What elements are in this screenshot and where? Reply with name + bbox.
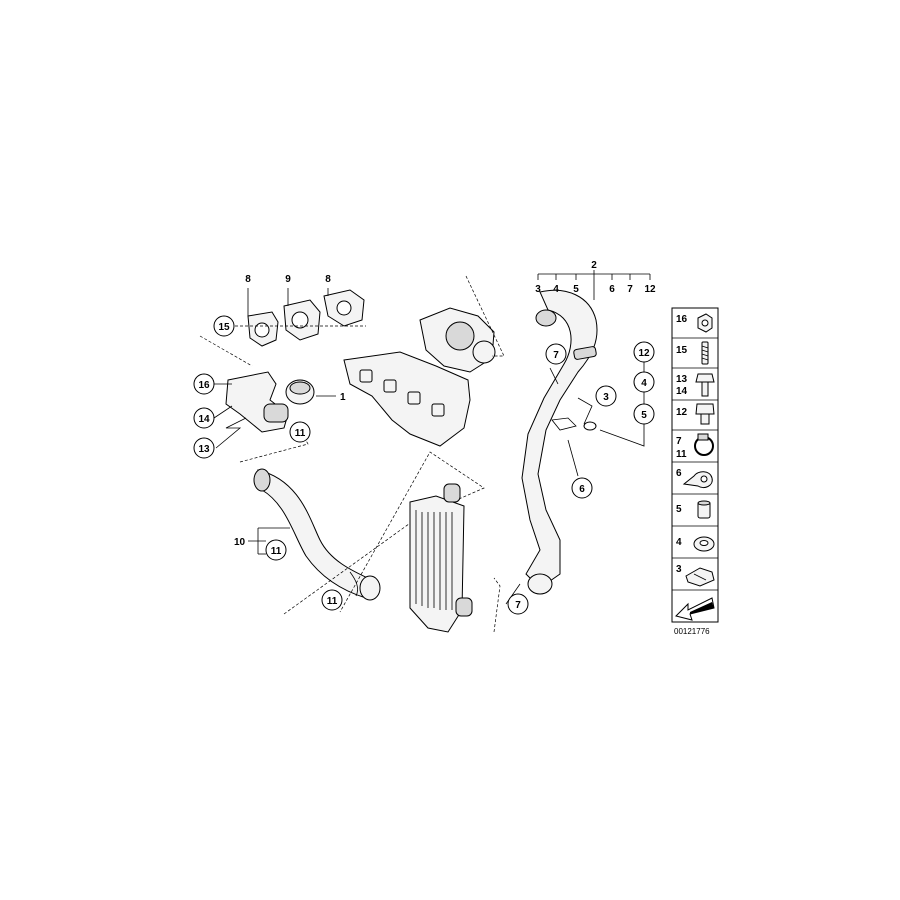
gasket-middle <box>283 299 321 341</box>
callout-5: 5 <box>633 403 655 425</box>
legend-label-7: 7 <box>676 436 682 447</box>
egr-valve-assembly <box>225 371 315 433</box>
label-5-top: 5 <box>573 284 579 295</box>
sleeve-icon <box>697 500 711 519</box>
label-10: 10 <box>234 537 246 548</box>
callout-6-pipe: 6 <box>571 477 593 499</box>
label-1: 1 <box>340 392 346 403</box>
hose-clamp-icon <box>694 433 714 456</box>
legend-label-12: 12 <box>676 407 688 418</box>
label-2: 2 <box>591 260 597 271</box>
callout-14: 14 <box>193 407 215 429</box>
svg-text:4: 4 <box>641 378 647 389</box>
callout-12: 12 <box>633 341 655 363</box>
clip-icon <box>685 567 715 587</box>
callout-15: 15 <box>213 315 235 337</box>
arrow-icon <box>675 597 715 621</box>
turbocharger-manifold <box>343 307 496 447</box>
svg-text:7: 7 <box>553 350 559 361</box>
callout-7-lower: 7 <box>507 593 529 615</box>
label-3-top: 3 <box>535 284 541 295</box>
bracket-clip-icon <box>682 471 713 489</box>
svg-text:7: 7 <box>515 600 521 611</box>
grommet-icon <box>693 536 715 552</box>
callout-11-hose: 11 <box>265 539 287 561</box>
gasket-right <box>323 289 365 327</box>
hex-bolt-icon <box>695 373 715 397</box>
label-12-top: 12 <box>644 284 656 295</box>
legend-label-5: 5 <box>676 504 682 515</box>
legend-label-3: 3 <box>676 564 682 575</box>
svg-text:15: 15 <box>218 322 230 333</box>
label-8-right: 8 <box>325 274 331 285</box>
svg-text:13: 13 <box>198 444 210 455</box>
label-4-top: 4 <box>553 284 559 295</box>
charge-air-pipe-right <box>521 289 598 595</box>
svg-text:12: 12 <box>638 348 650 359</box>
fastener-legend: 16 15 13 14 12 7 11 6 <box>671 307 719 623</box>
gasket-left <box>247 311 279 347</box>
callout-11-lower: 11 <box>321 589 343 611</box>
legend-label-11: 11 <box>676 449 687 460</box>
svg-text:11: 11 <box>327 596 338 607</box>
callout-11-egr: 11 <box>289 421 311 443</box>
label-7-top: 7 <box>627 284 633 295</box>
legend-label-4: 4 <box>676 537 682 548</box>
svg-text:14: 14 <box>198 414 210 425</box>
callout-13: 13 <box>193 437 215 459</box>
svg-text:11: 11 <box>271 546 282 557</box>
label-6-top: 6 <box>609 284 615 295</box>
charge-air-hose-left <box>253 468 381 601</box>
label-8-left: 8 <box>245 274 251 285</box>
intercooler <box>409 483 473 633</box>
nut-icon <box>697 313 713 333</box>
legend-label-16: 16 <box>676 314 688 325</box>
bolt-icon <box>695 403 715 425</box>
callout-3-pipe: 3 <box>595 385 617 407</box>
stud-icon <box>701 341 709 365</box>
svg-text:16: 16 <box>198 380 210 391</box>
svg-text:3: 3 <box>603 392 609 403</box>
legend-label-13: 13 <box>676 374 688 385</box>
legend-label-14: 14 <box>676 386 688 397</box>
drawing-code: 00121776 <box>674 627 710 636</box>
label-9: 9 <box>285 274 291 285</box>
svg-text:6: 6 <box>579 484 585 495</box>
svg-text:5: 5 <box>641 410 647 421</box>
callout-4: 4 <box>633 371 655 393</box>
callout-16: 16 <box>193 373 215 395</box>
legend-label-15: 15 <box>676 345 688 356</box>
legend-label-6: 6 <box>676 468 682 479</box>
callout-7-upper: 7 <box>545 343 567 365</box>
svg-text:11: 11 <box>295 428 306 439</box>
